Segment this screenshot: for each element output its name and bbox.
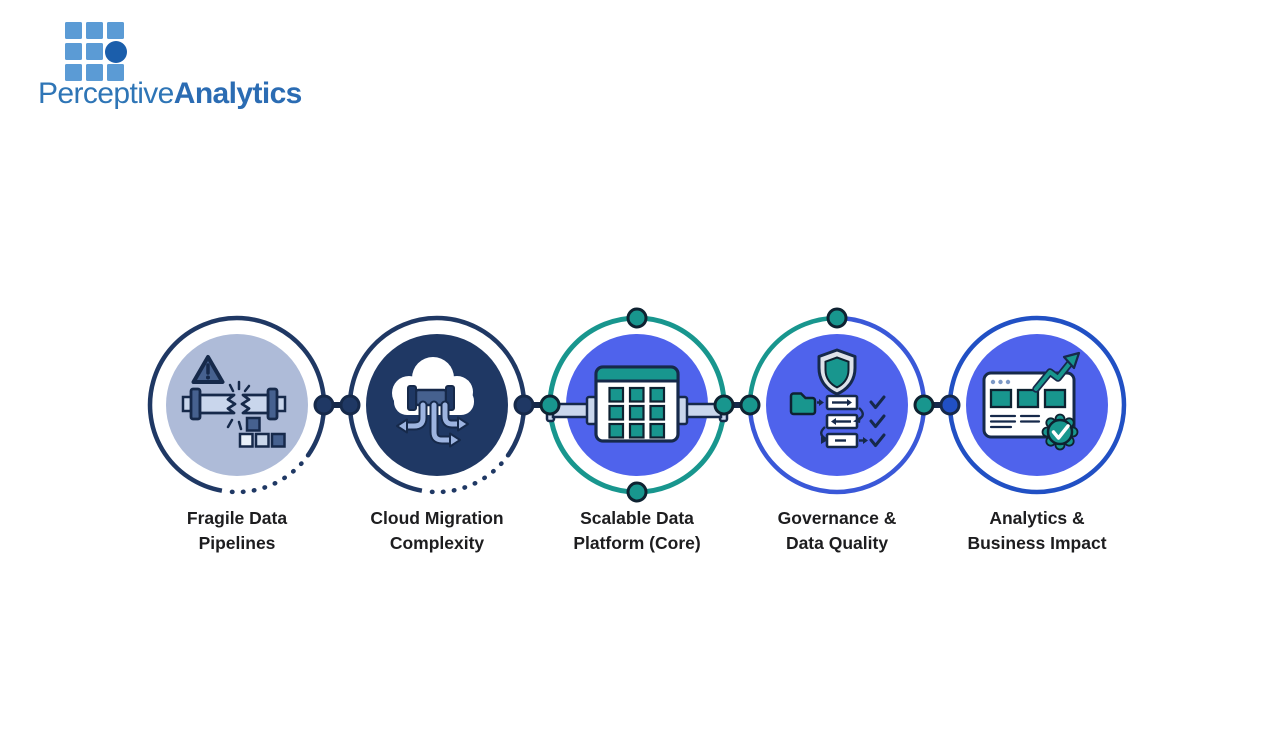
stage-analytics-business-impact — [937, 305, 1137, 505]
stage-label-line1: Scalable Data — [580, 508, 694, 528]
junction-dot — [626, 307, 648, 329]
quality-checkmarks — [869, 395, 886, 447]
broken-data-pipeline-icon — [147, 315, 335, 495]
verified-badge-icon — [1041, 413, 1079, 451]
stage-label-line1: Governance & — [777, 508, 897, 528]
stage-label-fragile-data-pipelines: Fragile Data Pipelines — [125, 506, 349, 556]
badge-checkmark — [1051, 424, 1070, 440]
logo-square — [65, 43, 82, 60]
logo-wordmark: PerceptiveAnalytics — [38, 77, 302, 111]
junction-dot — [713, 394, 735, 416]
growth-arrowhead — [1062, 351, 1081, 370]
connector-3-4 — [722, 402, 752, 408]
connector-4-5 — [922, 402, 952, 408]
junction-dot — [339, 394, 361, 416]
platform-panel-glyph — [545, 365, 729, 443]
stage-label-line2: Pipelines — [198, 533, 276, 553]
data-platform-icon — [539, 307, 735, 503]
stage-ring-dotted-arc — [219, 452, 311, 495]
logo-square — [65, 64, 82, 81]
falling-data-blocks — [238, 416, 286, 448]
perceptive-analytics-logo: PerceptiveAnalytics — [38, 20, 358, 115]
dashboard-growth-glyph — [982, 351, 1081, 451]
flow-arrowheads — [396, 416, 469, 448]
junction-dot — [313, 394, 335, 416]
stage-scalable-data-platform — [537, 305, 737, 505]
stage-label-line2: Business Impact — [967, 533, 1107, 553]
junction-dot — [826, 307, 848, 329]
logo-text-perceptive: Perceptive — [38, 77, 174, 110]
growth-arrow-icon — [1034, 361, 1072, 391]
flow-arrows — [404, 402, 461, 443]
dashboard-cards — [989, 388, 1067, 409]
stage-ring-teal-arc — [747, 315, 838, 406]
panel-header-bar — [594, 365, 680, 383]
junction-dot — [739, 394, 761, 416]
logo-circle-mark — [104, 40, 127, 63]
curve-arrow-down-left — [820, 426, 827, 441]
broken-pipe-warning-glyph — [181, 355, 287, 448]
logo-square — [86, 22, 103, 39]
connector-2-3 — [522, 402, 552, 408]
connector-1-2 — [322, 402, 352, 408]
stage-label-governance-data-quality: Governance & Data Quality — [725, 506, 949, 556]
junction-dot — [513, 394, 535, 416]
analytics-dashboard-icon — [939, 315, 1127, 495]
dashboard-text-lines — [989, 414, 1041, 429]
module-grid — [608, 386, 666, 439]
stage-ring — [147, 315, 327, 493]
junction-dot — [539, 394, 561, 416]
shield-inner — [824, 356, 850, 389]
stage-fragile-data-pipelines — [137, 305, 337, 505]
logo-square — [107, 22, 124, 39]
governance-workflow-glyph — [789, 348, 886, 449]
logo-square — [86, 64, 103, 81]
governance-icon — [739, 307, 935, 495]
stage-ring — [347, 315, 527, 493]
stage-cloud-migration-complexity — [337, 305, 537, 505]
stage-label-line1: Fragile Data — [186, 508, 288, 528]
break-spark-lines — [226, 380, 251, 431]
cloud-migration-icon — [339, 315, 535, 495]
stage-label-line2: Data Quality — [785, 533, 889, 553]
junction-dot — [626, 481, 648, 503]
stage-label-line2: Complexity — [389, 533, 485, 553]
logo-square — [65, 22, 82, 39]
stage-label-line1: Cloud Migration — [370, 508, 504, 528]
logo-text-analytics: Analytics — [173, 77, 303, 110]
logo-square — [107, 64, 124, 81]
junction-dot — [913, 394, 935, 416]
stage-ring-blue-arc — [747, 315, 927, 495]
stage-label-scalable-data-platform: Scalable Data Platform (Core) — [525, 506, 749, 556]
stage-label-line2: Platform (Core) — [573, 533, 701, 553]
folder-icon — [789, 392, 817, 416]
logo-square — [86, 43, 103, 60]
junction-dot — [939, 394, 961, 416]
stage-ring-dotted-arc — [419, 452, 511, 495]
stage-label-cloud-migration-complexity: Cloud Migration Complexity — [325, 506, 549, 556]
cloud-pipes-glyph — [392, 357, 474, 448]
stage-label-analytics-business-impact: Analytics & Business Impact — [925, 506, 1149, 556]
logo-grid-mark — [65, 22, 127, 81]
stage-governance-data-quality — [737, 305, 937, 505]
stage-label-line1: Analytics & — [989, 508, 1085, 528]
